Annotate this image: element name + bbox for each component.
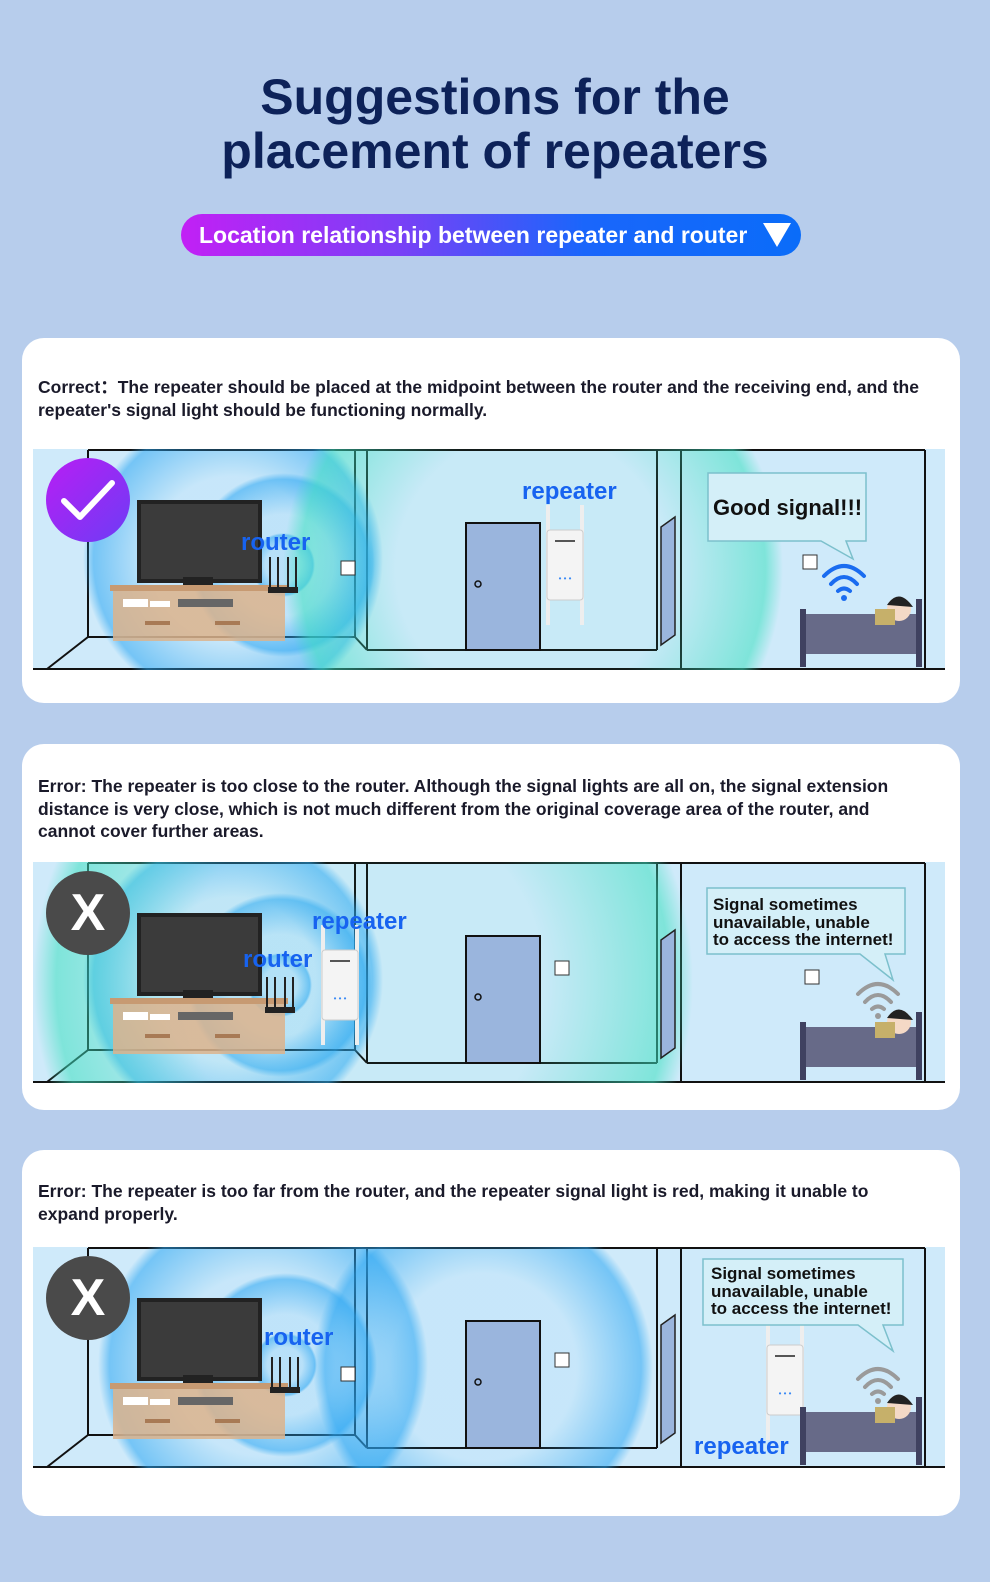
bed-with-person: [800, 1394, 922, 1465]
power-outlet-icon: [554, 1352, 570, 1368]
bed-with-person: [800, 596, 922, 667]
speech-bubble: [706, 887, 906, 983]
side-door: [660, 928, 676, 1060]
tv-cabinet: [110, 585, 288, 641]
scene-illustration: • • • router repeater Good signal!!!: [33, 449, 945, 670]
power-outlet-icon: [340, 560, 356, 576]
router-icon: [265, 977, 295, 1013]
section-banner: Location relationship between repeater a…: [181, 214, 801, 256]
router-icon: [270, 1357, 300, 1393]
router-label: router: [241, 529, 311, 556]
repeater-device-icon: • • •: [546, 505, 584, 625]
tv-cabinet: [110, 998, 288, 1054]
bed-with-person: [800, 1009, 922, 1080]
x-icon: X: [46, 871, 130, 955]
checkmark-icon: [46, 458, 130, 542]
speech-bubble: [702, 1258, 904, 1354]
power-outlet-icon: [802, 554, 818, 570]
repeater-device-icon: • • •: [766, 1320, 804, 1440]
wifi-signal-icon: [856, 1367, 900, 1404]
repeater-label: repeater: [522, 478, 617, 505]
repeater-device-icon: • • •: [321, 925, 359, 1045]
router-icon: [268, 557, 298, 593]
side-door: [660, 1313, 676, 1445]
repeater-label: repeater: [694, 1433, 789, 1460]
panel-description: Correct：The repeater should be placed at…: [38, 377, 919, 420]
router-label: router: [264, 1324, 334, 1351]
tv-cabinet: [110, 1383, 288, 1439]
tv-icon: [137, 1298, 262, 1383]
wifi-signal-icon: [856, 982, 900, 1019]
router-label: router: [243, 946, 313, 973]
triangle-down-icon: [763, 223, 791, 247]
speech-bubble-text: Good signal!!!: [713, 495, 863, 520]
scene-illustration: • • • X router repeater Signal sometimes…: [33, 1247, 945, 1468]
side-door: [660, 515, 676, 647]
tv-icon: [137, 500, 262, 585]
power-outlet-icon: [340, 1366, 356, 1382]
scene-illustration: • • • X router repeater Signal sometimes…: [33, 862, 945, 1083]
svg-text:• • •: • • •: [779, 1389, 792, 1398]
speech-bubble: [707, 472, 867, 561]
speech-bubble-text: Signal sometimes unavailable, unable to …: [711, 1264, 892, 1318]
x-icon: X: [46, 1256, 130, 1340]
svg-text:• • •: • • •: [559, 574, 572, 583]
panel-error-too-far: Error: The repeater is too far from the …: [22, 1150, 960, 1516]
panel-description: Error: The repeater is too far from the …: [38, 1181, 869, 1224]
repeater-label: repeater: [312, 908, 407, 935]
tv-icon: [137, 913, 262, 998]
power-outlet-icon: [554, 960, 570, 976]
svg-text:• • •: • • •: [334, 994, 347, 1003]
power-outlet-icon: [804, 969, 820, 985]
panel-description: Error: The repeater is too close to the …: [38, 776, 889, 841]
signal-coverage: [253, 1333, 317, 1397]
speech-bubble-text: Signal sometimes unavailable, unable to …: [713, 895, 894, 949]
panel-correct: Correct：The repeater should be placed at…: [22, 338, 960, 703]
panel-error-too-close: Error: The repeater is too close to the …: [22, 744, 960, 1110]
wifi-signal-icon: [822, 564, 866, 601]
page-title: Suggestions for the placement of repeate…: [221, 69, 769, 179]
